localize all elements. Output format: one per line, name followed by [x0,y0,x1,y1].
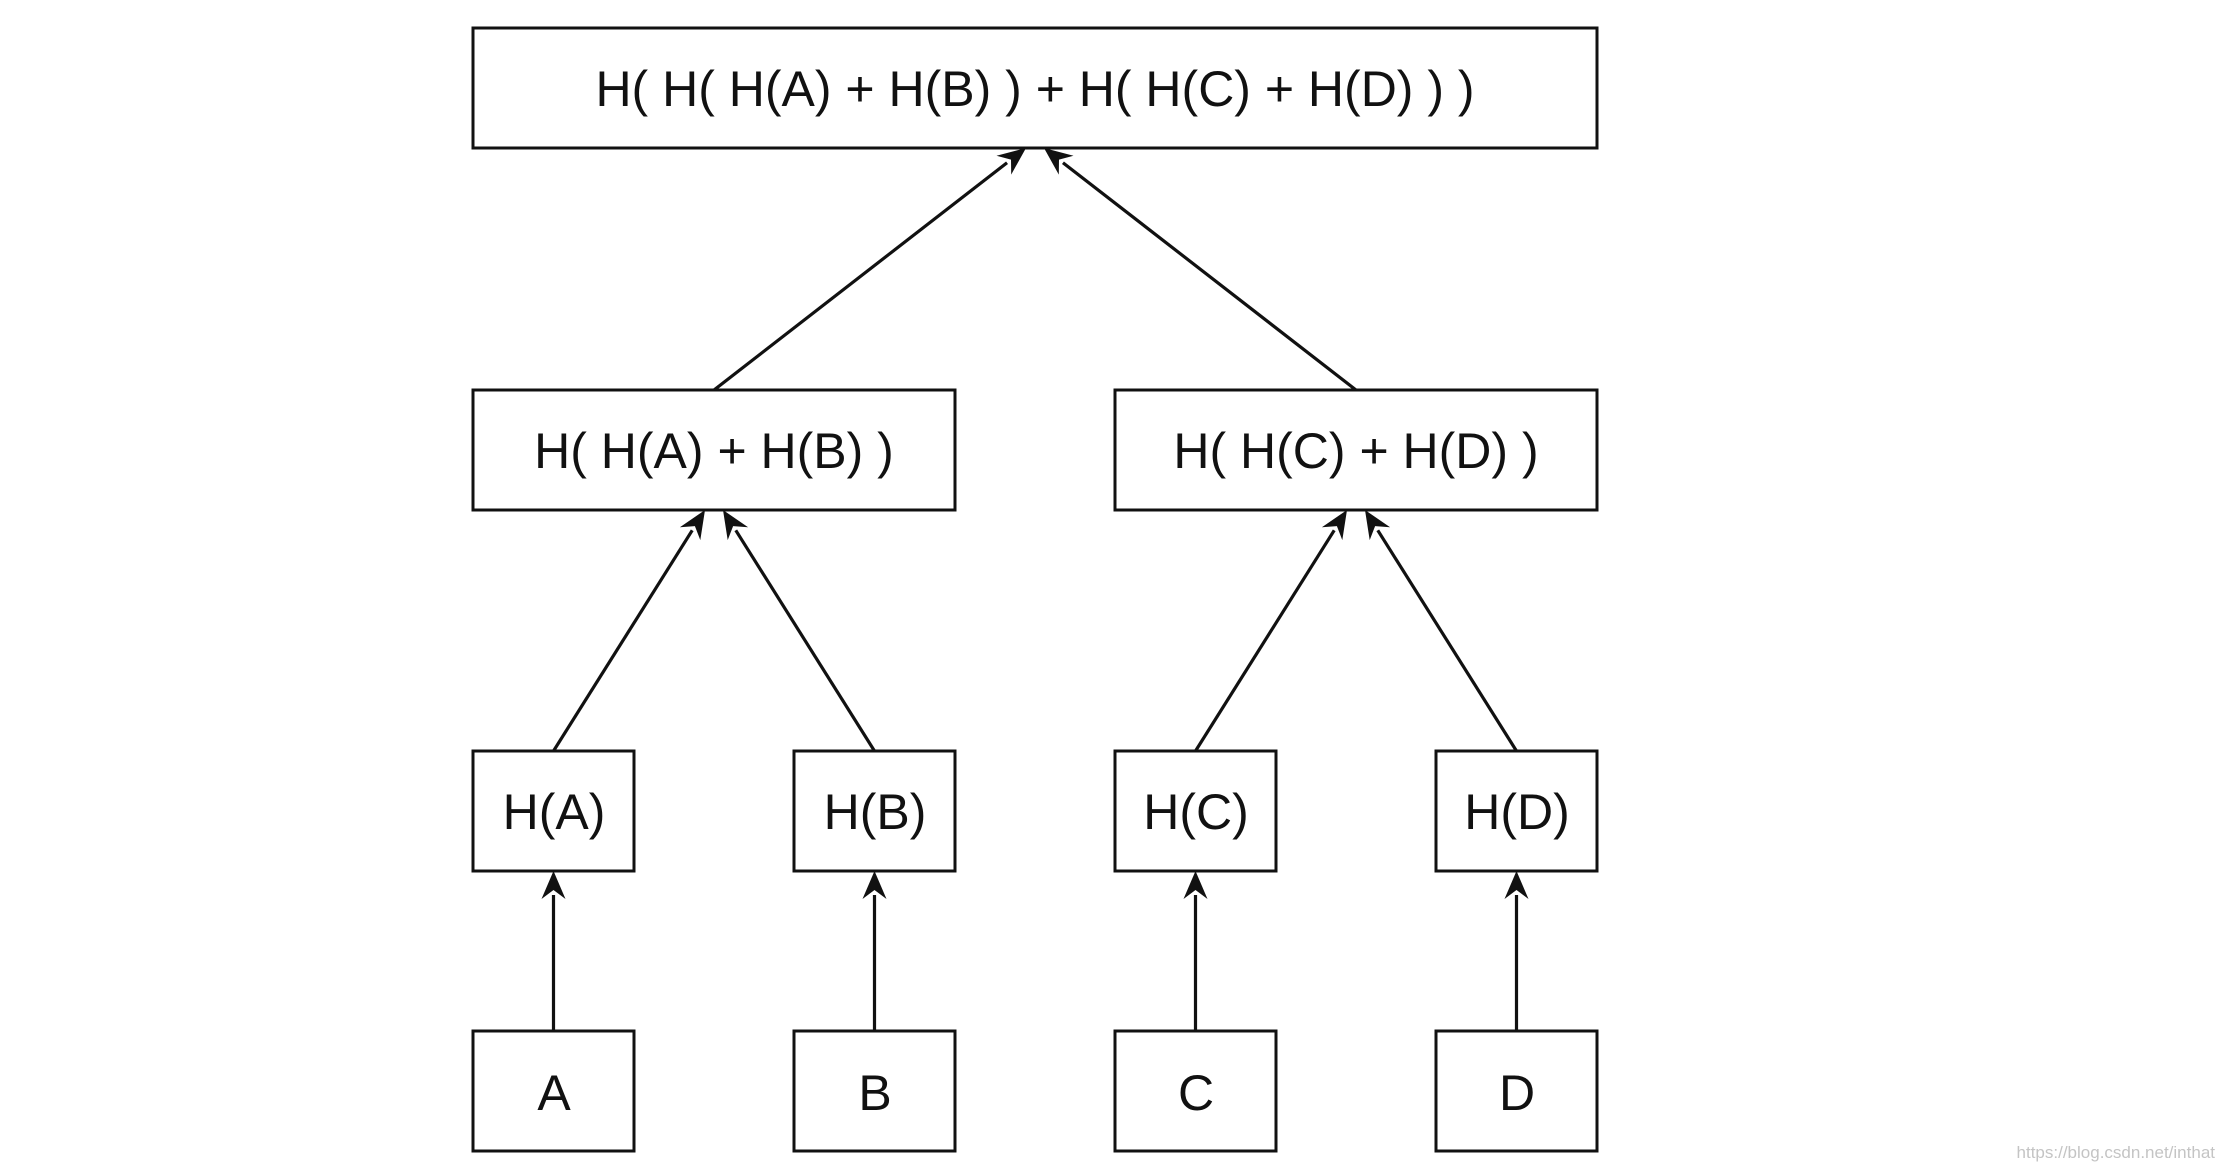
node-b-label: B [858,1065,891,1121]
arrowhead-d-to-hd [1504,871,1529,899]
node-hc-label: H(C) [1143,784,1249,840]
node-root-label: H( H( H(A) + H(B) ) + H( H(C) + H(D) ) ) [595,61,1474,117]
node-hc: H(C) [1113,749,1278,873]
edge-hc-to-hcd [1194,529,1336,752]
node-ha: H(A) [471,749,636,873]
node-hb-box [792,749,957,873]
node-c: C [1113,1029,1278,1153]
node-hab: H( H(A) + H(B) ) [471,388,957,512]
node-b: B [792,1029,957,1153]
arrowhead-ha-to-hab [679,510,705,541]
node-root-box [471,26,1599,150]
watermark-text: https://blog.csdn.net/inthat [2017,1143,2216,1162]
arrowhead-hcd-to-root [1044,148,1074,175]
node-hab-label: H( H(A) + H(B) ) [534,423,894,479]
node-root: H( H( H(A) + H(B) ) + H( H(C) + H(D) ) ) [471,26,1599,150]
edge-hb-to-hab [734,529,876,752]
node-d: D [1434,1029,1599,1153]
node-c-box [1113,1029,1278,1153]
arrowhead-a-to-ha [541,871,566,899]
edge-hcd-to-root [1061,161,1357,392]
node-hd-box [1434,749,1599,873]
node-ha-label: H(A) [503,784,606,840]
arrowhead-hd-to-hcd [1365,510,1391,541]
node-hcd-label: H( H(C) + H(D) ) [1173,423,1538,479]
edge-hab-to-root [713,161,1009,392]
node-hcd: H( H(C) + H(D) ) [1113,388,1599,512]
node-hb-label: H(B) [824,784,927,840]
node-d-label: D [1499,1065,1535,1121]
edge-hd-to-hcd [1376,529,1518,752]
node-hd-label: H(D) [1464,784,1570,840]
node-b-box [792,1029,957,1153]
node-a-box [471,1029,636,1153]
edge-ha-to-hab [552,529,694,752]
node-ha-box [471,749,636,873]
arrowhead-b-to-hb [862,871,887,899]
node-d-box [1434,1029,1599,1153]
arrowhead-hab-to-root [996,148,1026,175]
node-hab-box [471,388,957,512]
arrowhead-hc-to-hcd [1321,510,1347,541]
node-a-label: A [537,1065,571,1121]
node-hcd-box [1113,388,1599,512]
arrowhead-c-to-hc [1183,871,1208,899]
arrowhead-hb-to-hab [723,510,749,541]
node-hc-box [1113,749,1278,873]
node-a: A [471,1029,636,1153]
node-hd: H(D) [1434,749,1599,873]
edges-layer [541,148,1529,1031]
node-c-label: C [1178,1065,1214,1121]
node-hb: H(B) [792,749,957,873]
